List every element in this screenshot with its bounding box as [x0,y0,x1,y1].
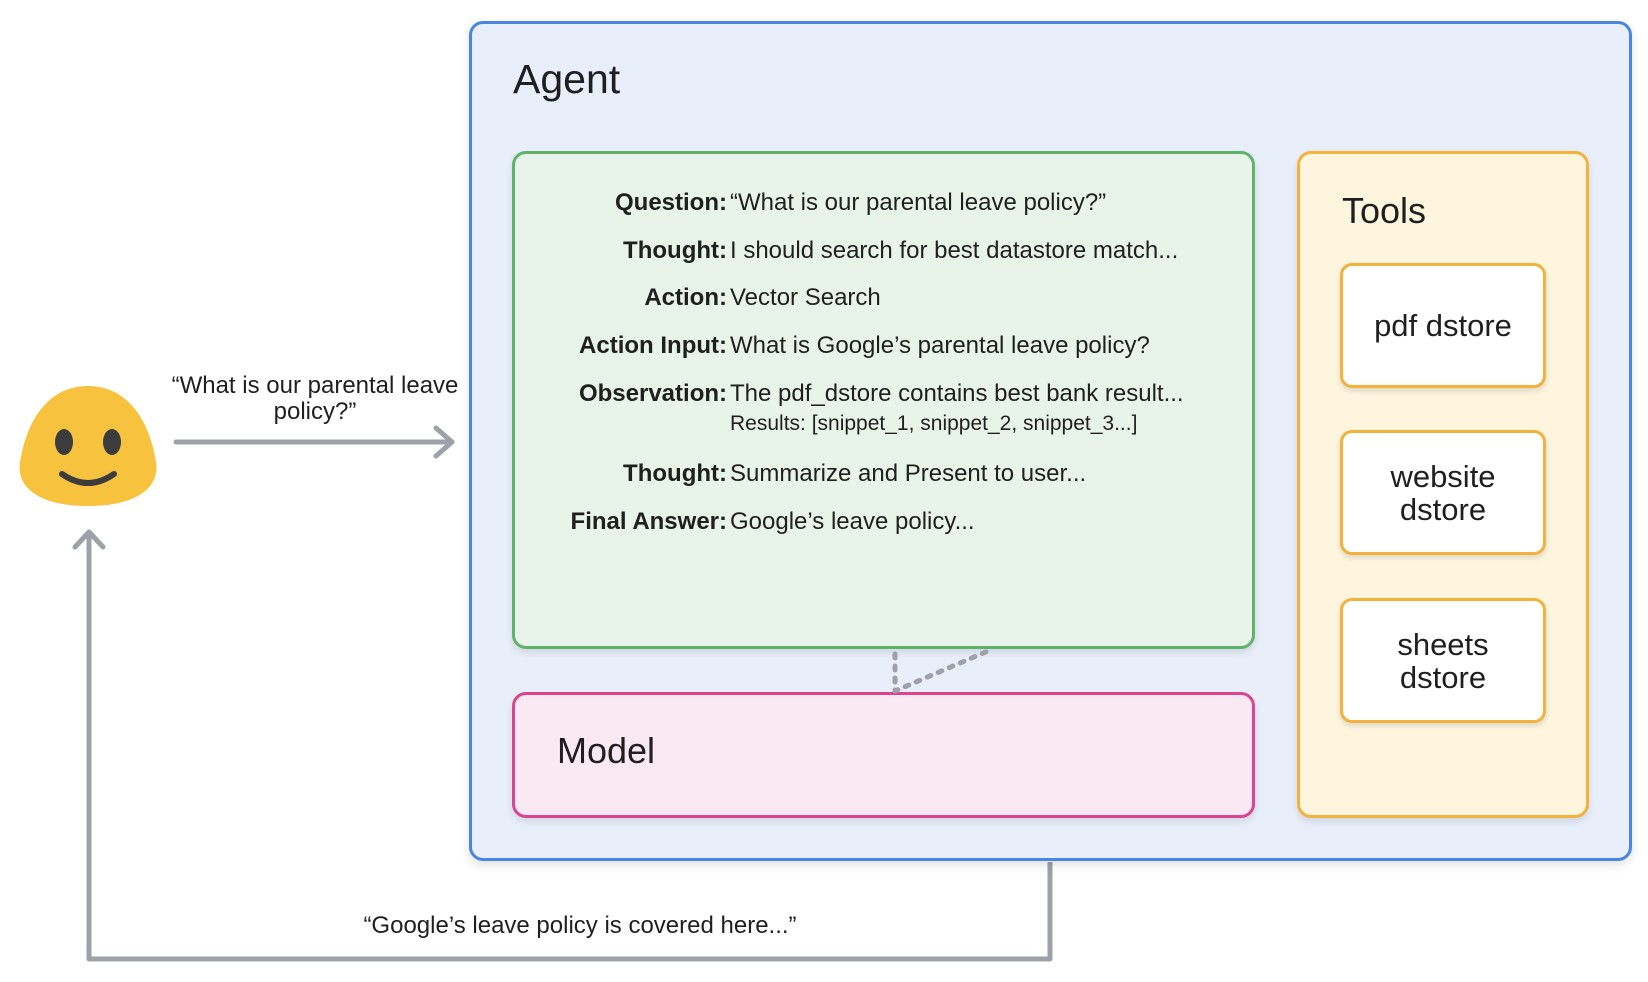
trace-label: Action: [644,284,727,311]
user-request-text: “What is our parental leave policy?” [171,372,459,425]
trace-value: The pdf_dstore contains best bank result… [730,380,1184,407]
trace-value: Vector Search [730,284,881,311]
trace-value: “What is our parental leave policy?” [730,189,1107,216]
trace-value: Google’s leave policy... [730,508,975,535]
agent-title: Agent [513,56,621,102]
trace-label: Action Input: [579,332,727,359]
trace-value: Summarize and Present to user... [730,460,1087,487]
tool-label: website dstore [1390,458,1496,527]
tools-title: Tools [1342,190,1427,231]
trace-label: Thought: [623,460,727,487]
tool-label: pdf dstore [1374,308,1512,343]
trace-label: Thought: [623,237,727,264]
tool-card-pdf-dstore: pdf dstore [1340,263,1546,388]
left-eye [55,429,73,455]
trace-value: I should search for best datastore match… [730,237,1179,264]
agent-response-text: “Google’s leave policy is covered here..… [363,912,797,939]
right-eye [103,429,121,455]
tool-label: sheets dstore [1397,626,1489,695]
request-arrow [173,425,455,459]
tool-card-website-dstore: website dstore [1340,430,1546,555]
trace-observation-results: Results: [snippet_1, snippet_2, snippet_… [730,412,1138,435]
response-arrow [72,529,1053,962]
face-shape [19,386,157,506]
trace-label: Question: [615,189,727,216]
reasoning-trace-panel [512,151,1255,649]
smiling-face-icon [19,386,157,506]
trace-label: Observation: [578,380,727,407]
tool-card-sheets-dstore: sheets dstore [1340,598,1546,723]
smile [59,471,117,486]
model-panel [512,692,1255,818]
model-title: Model [557,730,656,771]
trace-value: What is Google’s parental leave policy? [730,332,1150,359]
trace-label: Final Answer: [570,508,727,535]
